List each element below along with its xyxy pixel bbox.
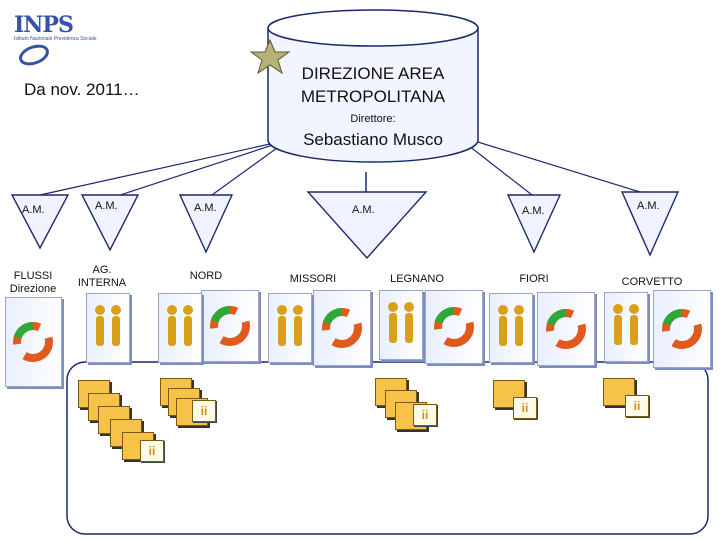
triangle-markers <box>10 191 680 260</box>
office-people-tile: ii <box>625 395 649 417</box>
people-icon <box>86 293 130 363</box>
am-label-fiori: A.M. <box>522 205 545 217</box>
recycle-icon <box>537 292 595 366</box>
unit-name-missori: MISSORI <box>289 273 337 285</box>
people-icon <box>489 293 533 363</box>
office-people-tile: ii <box>513 397 537 419</box>
direzione-title-line1: DIREZIONE AREA <box>301 64 445 83</box>
recycle-icon <box>653 290 711 368</box>
unit-name-ag-interna: AG. INTERNA <box>77 264 127 289</box>
direttore-name: Sebastiano Musco <box>303 130 443 149</box>
connector-line <box>454 134 651 196</box>
people-icon <box>379 290 423 360</box>
office-tile <box>493 380 525 408</box>
am-label-nord: A.M. <box>194 202 217 214</box>
unit-name-fiori: FIORI <box>519 273 549 285</box>
direzione-cylinder <box>267 9 479 163</box>
date-text: Da nov. 2011… <box>24 80 140 99</box>
am-label-corvetto: A.M. <box>637 200 660 212</box>
unit-name-nord: NORD <box>189 270 223 282</box>
inps-logo-subtitle: Istituto Nazionale Previdenza Sociale <box>14 36 97 42</box>
people-icon <box>158 293 202 363</box>
connector-line <box>39 139 289 196</box>
recycle-icon <box>201 290 259 362</box>
am-label-ag-interna: A.M. <box>95 200 118 212</box>
recycle-icon <box>425 290 483 364</box>
office-people-tile: ii <box>192 400 216 422</box>
recycle-icon <box>313 290 371 366</box>
unit-name-legnano: LEGNANO <box>390 273 444 285</box>
triangle-marker <box>306 191 428 260</box>
triangle-marker <box>620 191 680 257</box>
inps-logo: INPS Istituto Nazionale Previdenza Socia… <box>14 12 97 73</box>
office-people-tile: ii <box>140 440 164 462</box>
inps-logo-emblem <box>19 44 49 66</box>
connector-line <box>204 139 289 201</box>
office-people-tile: ii <box>413 404 437 426</box>
unit-name-corvetto: CORVETTO <box>621 276 683 288</box>
direzione-title-line2: METROPOLITANA <box>300 87 446 106</box>
inps-logo-text: INPS <box>14 12 74 38</box>
am-label-missori: A.M. <box>352 204 375 216</box>
people-icon <box>268 293 312 363</box>
direttore-label: Direttore: <box>350 113 396 125</box>
connector-line <box>104 139 289 201</box>
recycle-icon <box>5 297 62 387</box>
star-icon <box>249 38 291 75</box>
triangle-marker <box>10 194 70 250</box>
am-label-flussi: A.M. <box>22 204 45 216</box>
triangle-marker <box>178 194 234 254</box>
triangle-marker <box>506 194 562 254</box>
offices-container <box>66 361 709 535</box>
triangle-marker <box>80 194 140 252</box>
people-icon <box>604 292 648 362</box>
unit-name-flussi: FLUSSI Direzione <box>9 270 57 295</box>
